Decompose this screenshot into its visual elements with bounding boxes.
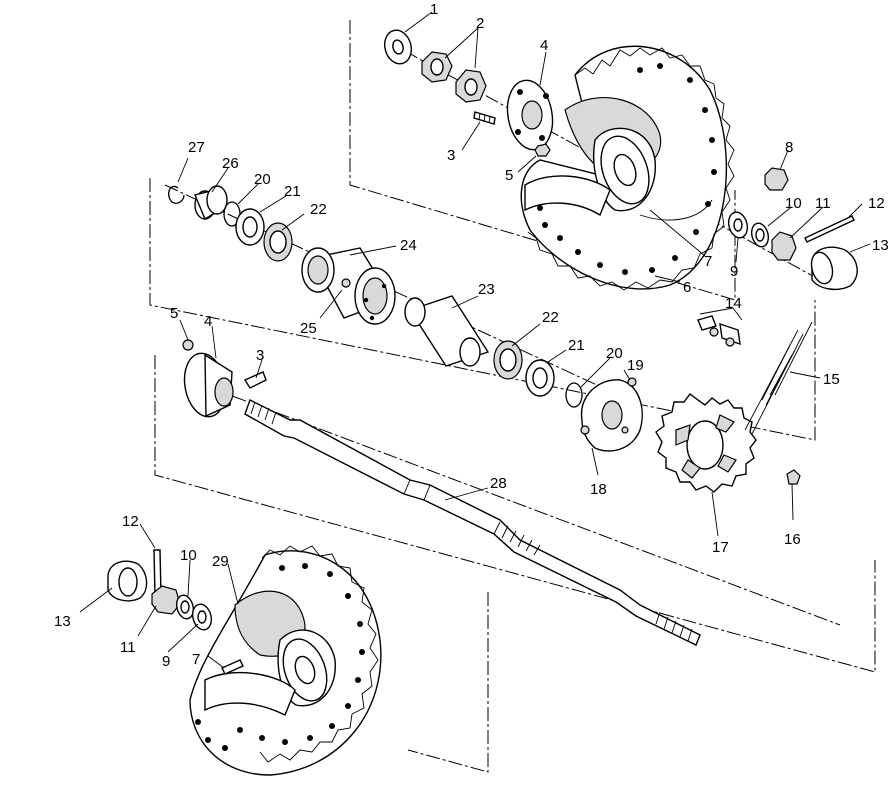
callout-9: 9 [162,653,170,670]
sprocket-hub [580,377,643,452]
callout-5: 5 [170,305,178,322]
callout-26: 26 [222,155,239,172]
right-axle-hardware [727,167,858,291]
left-tire [189,545,382,776]
callout-2: 2 [476,15,484,32]
callout-9: 9 [730,263,738,280]
callout-5: 5 [505,167,513,184]
callout-13: 13 [54,613,71,630]
callout-1: 1 [430,1,438,18]
callout-20: 20 [606,345,623,362]
callout-13: 13 [872,237,889,254]
bearing-carrier-group [168,185,583,408]
callout-15: 15 [823,371,840,388]
callout-12: 12 [122,513,139,530]
sprocket [655,393,757,493]
callout-4: 4 [540,37,548,54]
sprocket-nut [786,469,801,485]
callout-27: 27 [188,139,205,156]
callout-22: 22 [310,201,327,218]
upper-stud-nut [473,111,551,157]
rear-axle [244,399,701,646]
callout-19: 19 [627,357,644,374]
callout-14: 14 [725,295,742,312]
callout-labels: 1 2 3 4 5 6 7 8 9 10 11 12 13 14 15 16 1… [54,1,889,670]
callout-11: 11 [815,195,831,212]
callout-8: 8 [785,139,793,156]
callout-18: 18 [590,481,607,498]
callout-10: 10 [785,195,802,212]
callout-28: 28 [490,475,507,492]
callout-16: 16 [784,531,801,548]
callout-3: 3 [447,147,455,164]
chain-guard-hardware [697,315,741,347]
right-tire [520,45,735,291]
left-axle-hardware [107,549,244,675]
callout-23: 23 [478,281,495,298]
callout-10: 10 [180,547,197,564]
callout-29: 29 [212,553,229,570]
right-hub [506,79,554,151]
callout-20: 20 [254,171,271,188]
callout-17: 17 [712,539,729,556]
left-hub [182,339,267,418]
drive-chain [744,321,813,435]
callout-21: 21 [568,337,585,354]
upper-washer-nuts [383,29,487,103]
callout-22: 22 [542,309,559,326]
callout-24: 24 [400,237,417,254]
callout-25: 25 [300,320,317,337]
callout-21: 21 [284,183,301,200]
callout-7: 7 [192,651,200,668]
callout-7: 7 [704,253,712,270]
callout-6: 6 [683,279,691,296]
callout-4: 4 [204,313,212,330]
callout-12: 12 [868,195,885,212]
callout-3: 3 [256,347,264,364]
leader-lines [79,11,871,669]
group-boundaries [149,20,876,773]
callout-11: 11 [120,639,136,656]
